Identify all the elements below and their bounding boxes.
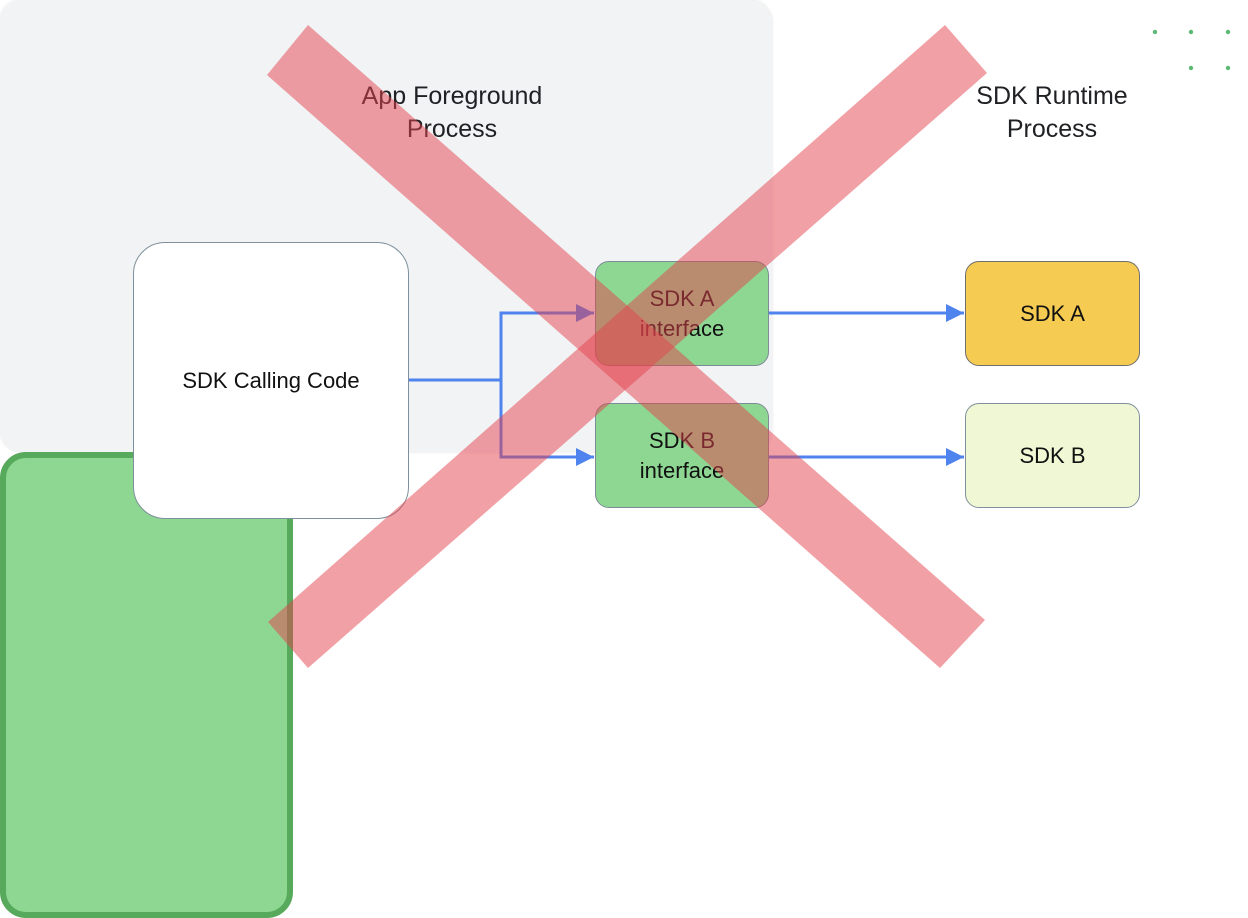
sdk-b-node: SDK B bbox=[965, 403, 1140, 508]
sdk-a-label: SDK A bbox=[1020, 300, 1085, 326]
sdk-calling-code-node: SDK Calling Code bbox=[133, 242, 409, 519]
sdk-runtime-title: SDK Runtime Process bbox=[937, 80, 1167, 146]
sdk-b-label: SDK B bbox=[1019, 442, 1086, 468]
sdk-runtime-title-line2: Process bbox=[1006, 115, 1098, 143]
sdk-runtime-title-line1: SDK Runtime bbox=[976, 82, 1128, 110]
sdk-calling-code-label: SDK Calling Code bbox=[182, 367, 360, 393]
cross-stroke-up bbox=[268, 25, 987, 668]
decorative-dots-icon bbox=[1152, 29, 1231, 71]
sdk-a-node: SDK A bbox=[965, 261, 1140, 366]
red-x-overlay bbox=[267, 25, 987, 668]
